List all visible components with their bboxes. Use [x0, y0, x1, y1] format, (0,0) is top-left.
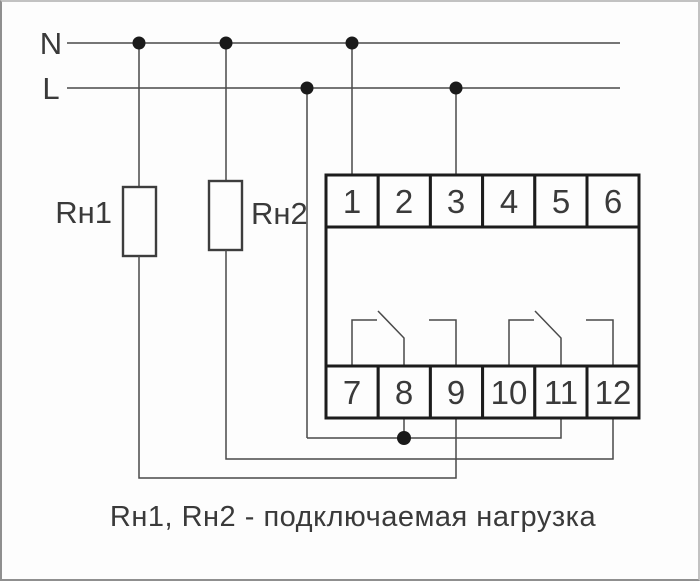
relay-body: 1 2 3 4 5 6 7 8 9 10: [324, 173, 641, 420]
junction-dot-terminal-8: [397, 431, 411, 445]
terminal-cell-5: [533, 173, 589, 229]
terminal-number: 12: [595, 374, 632, 411]
load-rn1-label: Rн1: [55, 195, 112, 230]
contact-fixed-10: [508, 319, 534, 366]
wire-rn1-to-terminal-9: [138, 256, 457, 479]
terminal-cell-3: [428, 173, 485, 229]
junction-dot-l-drop: [300, 81, 314, 95]
wire-l-to-terminal-11: [307, 418, 562, 439]
terminal-number: 10: [491, 374, 528, 411]
contact-arm-8: [377, 310, 405, 366]
relay-contact-channel-2: [508, 310, 614, 366]
terminal-number: 4: [500, 183, 518, 220]
terminal-cell-8: [376, 364, 432, 420]
terminal-number: 11: [544, 374, 578, 411]
terminal-cell-7: [324, 364, 380, 420]
terminal-cell-10: [481, 364, 537, 420]
junction-dot-n-rn2: [219, 36, 233, 50]
contact-fixed-9: [429, 319, 457, 366]
load-rn2-label: Rн2: [251, 196, 308, 231]
junction-dot-n-rn1: [132, 36, 146, 50]
diagram-caption: Rн1, Rн2 - подключаемая нагрузка: [110, 501, 597, 533]
terminal-cell-1: [324, 173, 380, 229]
junction-dot-n-terminal-1: [345, 36, 359, 50]
wire-rn2-to-terminal-12: [225, 250, 614, 460]
terminal-cell-9: [428, 364, 485, 420]
terminal-cell-2: [376, 173, 432, 229]
terminal-number: 7: [343, 374, 361, 411]
relay-bottom-terminal-row: 7 8 9 10 11 12: [324, 364, 641, 420]
terminal-number: 9: [447, 374, 465, 411]
contact-fixed-12: [586, 319, 614, 366]
contact-fixed-7: [351, 319, 377, 366]
load-rn2-resistor: [207, 179, 244, 252]
bus-label-n: N: [40, 26, 62, 61]
relay-contact-channel-1: [351, 310, 457, 366]
terminal-number: 2: [395, 183, 413, 220]
contact-arm-11: [534, 310, 562, 366]
bus-label-l: L: [42, 71, 59, 106]
terminal-number: 3: [447, 183, 465, 220]
junction-dot-l-terminal-3: [449, 81, 463, 95]
terminal-cell-4: [481, 173, 537, 229]
terminal-number: 8: [395, 374, 413, 411]
terminal-number: 5: [552, 183, 570, 220]
terminal-cell-12: [585, 364, 641, 420]
terminal-number: 1: [343, 183, 361, 220]
terminal-cell-11: [533, 364, 589, 420]
terminal-number: 6: [604, 183, 622, 220]
terminal-cell-6: [585, 173, 641, 229]
relay-top-terminal-row: 1 2 3 4 5 6: [324, 173, 641, 229]
load-rn1-resistor: [121, 185, 158, 258]
